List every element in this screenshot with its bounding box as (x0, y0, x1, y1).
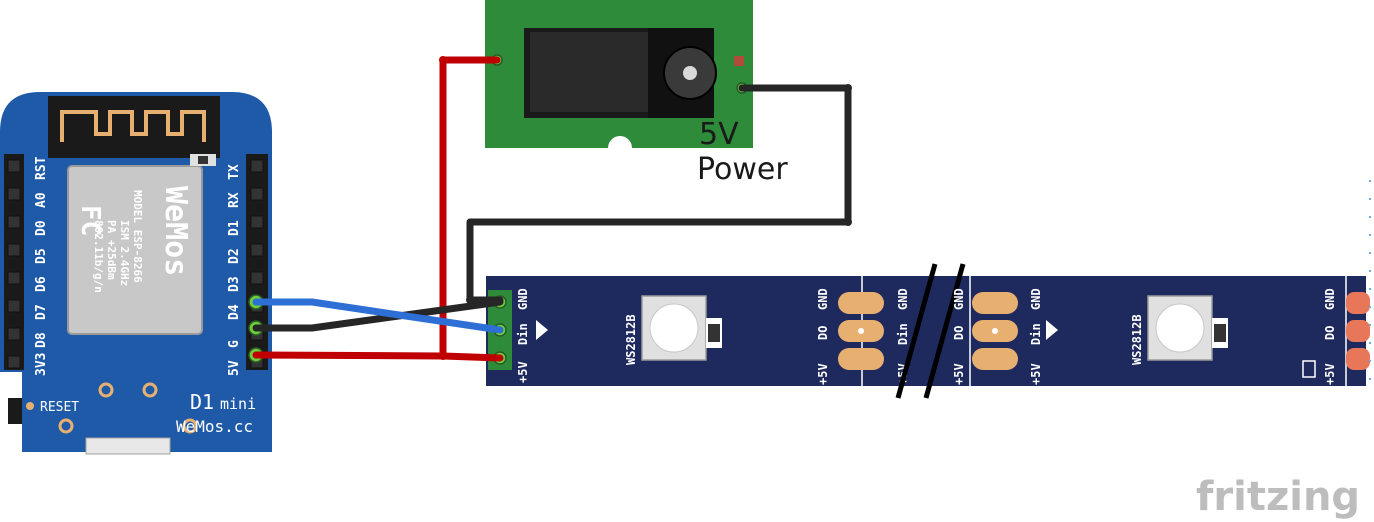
strip-label-5v-out: +5V (816, 363, 830, 385)
wire-junction (439, 56, 447, 64)
power-label-text: Power (697, 152, 788, 187)
strip-label-gnd-out: GND (816, 288, 830, 310)
left-pin-d8 (7, 327, 21, 341)
board-model-suffix: mini (220, 395, 256, 413)
module-logo: WeMos (158, 186, 193, 276)
left-pin-a0 (7, 187, 21, 201)
strip-label-gnd-end: GND (1323, 288, 1337, 310)
left-pin-label: A0 (34, 192, 49, 208)
led-chip-label-2: WS2812B (1130, 314, 1144, 365)
reset-label: RESET (40, 400, 79, 415)
module-text-line: PA +25dBm (105, 220, 118, 280)
strip-label-gnd: GND (516, 288, 530, 310)
wire-junction (844, 218, 852, 226)
strip-label-5v-end: +5V (1323, 363, 1337, 385)
board-brand-site: WeMos.cc (176, 417, 253, 436)
right-pin-label: D1 (227, 220, 242, 236)
strip-label-do: DO (816, 326, 830, 340)
wire-gnd-black (252, 298, 504, 332)
left-pin-rst (7, 159, 21, 173)
wemos-d1-mini-board: FC WeMos MODEL ESP-8266 ISM 2.4GHz PA +2… (0, 92, 272, 455)
led-chip-label: WS2812B (624, 314, 638, 365)
right-pin-label: 5V (227, 360, 242, 376)
registered-mark-icon (1302, 360, 1316, 378)
wire-5v-red (252, 351, 504, 362)
strip-label-gnd-3: GND (952, 288, 966, 310)
right-pin-label: TX (227, 164, 242, 180)
strip-break-line (895, 263, 938, 399)
wire-junction (439, 352, 447, 360)
left-pin-3v3 (7, 355, 21, 369)
left-pin-label: 3V3 (34, 353, 49, 376)
right-pin-d3 (250, 271, 264, 285)
esp8266-module (67, 165, 203, 335)
right-pin-d1 (250, 215, 264, 229)
power-label-voltage: 5V (699, 117, 739, 152)
strip-label-din-2: Din (896, 323, 910, 345)
strip-label-5v: +5V (516, 361, 530, 383)
right-pin-label: RX (227, 192, 242, 208)
wire-gnd-black (466, 84, 852, 304)
strip-label-5v-4: +5V (1029, 363, 1043, 385)
wire-junction (466, 296, 474, 304)
wire-data-blue (252, 298, 504, 334)
strip-label-do-2: DO (952, 326, 966, 340)
power-jack-board (485, 0, 753, 148)
left-pin-d7 (7, 299, 21, 313)
strip-label-din: Din (516, 323, 530, 345)
board-model-name: D1 (190, 390, 214, 414)
right-pin-label: G (227, 340, 242, 348)
wires (252, 56, 852, 362)
led-strip: GND Din +5V WS2812B GND DO +5V GND Din +… (486, 263, 1370, 399)
fcc-mark: FC (75, 205, 105, 236)
right-pin-tx (250, 159, 264, 173)
right-pin-d2 (250, 243, 264, 257)
left-pin-d5 (7, 243, 21, 257)
right-pin-label: D4 (227, 304, 242, 320)
left-pin-label: RST (34, 156, 49, 180)
left-pin-label: D0 (34, 220, 49, 236)
left-pin-d6 (7, 271, 21, 285)
usb-port (85, 437, 171, 455)
left-pin-label: D8 (34, 332, 49, 348)
strip-label-5v-3: +5V (952, 363, 966, 385)
data-direction-arrow (536, 320, 548, 340)
strip-label-din-4: Din (1029, 323, 1043, 345)
right-pin-label: D3 (227, 276, 242, 292)
strip-break-line (923, 263, 966, 399)
data-direction-arrow (1046, 320, 1058, 340)
left-pin-label: D7 (34, 304, 49, 320)
left-pin-label: D6 (34, 276, 49, 292)
module-text-line: ISM 2.4GHz (118, 220, 131, 286)
module-text-line: MODEL ESP-8266 (131, 190, 144, 283)
right-pin-rx (250, 187, 264, 201)
reset-button[interactable] (8, 398, 22, 424)
strip-label-gnd-2: GND (896, 288, 910, 310)
left-pin-d0 (7, 215, 21, 229)
strip-label-gnd-4: GND (1029, 288, 1043, 310)
strip-label-do-end: DO (1323, 326, 1337, 340)
wire-junction (844, 84, 852, 92)
fritzing-watermark: fritzing (1196, 474, 1360, 520)
module-text-line: 802.11b/g/n (92, 220, 105, 293)
left-pin-label: D5 (34, 248, 49, 264)
right-pin-label: D2 (227, 248, 242, 264)
